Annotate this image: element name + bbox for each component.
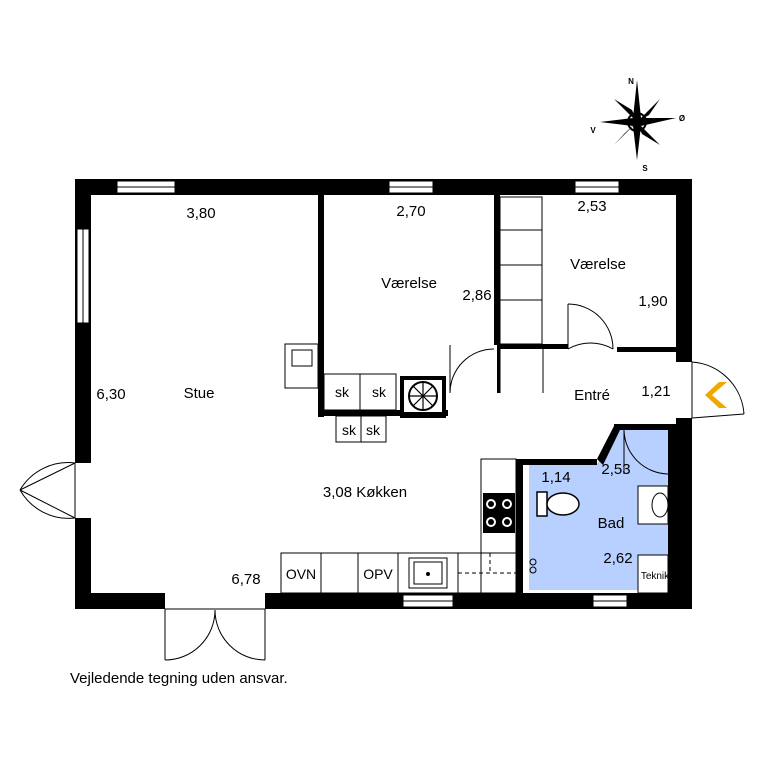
fixture-label-teknik: Teknik: [641, 571, 670, 582]
dim-bad-top-right: 2,53: [601, 461, 630, 478]
outer-walls: [75, 179, 692, 609]
fixture-label-opv: OPV: [363, 566, 393, 582]
doors: [19, 303, 745, 661]
room-label-vaerelse-2: Værelse: [570, 256, 626, 273]
kitchen-counters: [280, 458, 517, 594]
dim-stue-depth: 6,30: [96, 386, 125, 403]
toilet-icon: [536, 491, 580, 517]
closet-boxes: [323, 373, 397, 443]
dim-bad-depth: 2,62: [603, 550, 632, 567]
compass-east-label: Ø: [679, 114, 685, 123]
compass-south-label: S: [642, 164, 648, 173]
hob-icon: [483, 493, 515, 533]
teknik-box: [637, 554, 669, 594]
compass-north-label: N: [628, 77, 634, 86]
fixture-label-sk-4: sk: [366, 422, 381, 438]
compass-west-label: V: [590, 126, 596, 135]
dim-bottom-width: 6,78: [231, 571, 260, 588]
room-label-vaerelse-1: Værelse: [381, 275, 437, 292]
dim-vaerelse-2-width: 2,53: [577, 198, 606, 215]
windows: [76, 180, 628, 608]
room-label-kokken: 3,08 Køkken: [323, 484, 407, 501]
fireplace-icon: [284, 343, 319, 389]
fixture-label-sk-1: sk: [335, 384, 350, 400]
room-label-bad: Bad: [598, 515, 625, 532]
stove-icon: [400, 376, 446, 418]
fixture-label-sk-3: sk: [342, 422, 357, 438]
dim-bad-top-left: 1,14: [541, 469, 570, 486]
dim-vaerelse-1-width: 2,70: [396, 203, 425, 220]
compass-rose-icon: [600, 80, 676, 160]
entrance-arrow-icon: [705, 382, 727, 408]
dim-vaerelse-1-depth: 2,86: [462, 287, 491, 304]
disclaimer-text: Vejledende tegning uden ansvar.: [70, 670, 288, 687]
room-label-entre: Entré: [574, 387, 610, 404]
dim-vaerelse-2-depth: 1,90: [638, 293, 667, 310]
bathroom-floor: [529, 430, 670, 590]
fixture-label-ovn: OVN: [286, 566, 316, 582]
bath-sink-icon: [637, 485, 669, 525]
washer-icon: [529, 558, 537, 574]
dim-entre-width: 1,21: [641, 383, 670, 400]
interior-walls: [318, 195, 677, 593]
kitchen-sink-icon: [408, 557, 448, 589]
dim-stue-width: 3,80: [186, 205, 215, 222]
room-label-stue: Stue: [184, 385, 215, 402]
closet-shelves: [499, 196, 544, 393]
fixture-label-sk-2: sk: [372, 384, 387, 400]
